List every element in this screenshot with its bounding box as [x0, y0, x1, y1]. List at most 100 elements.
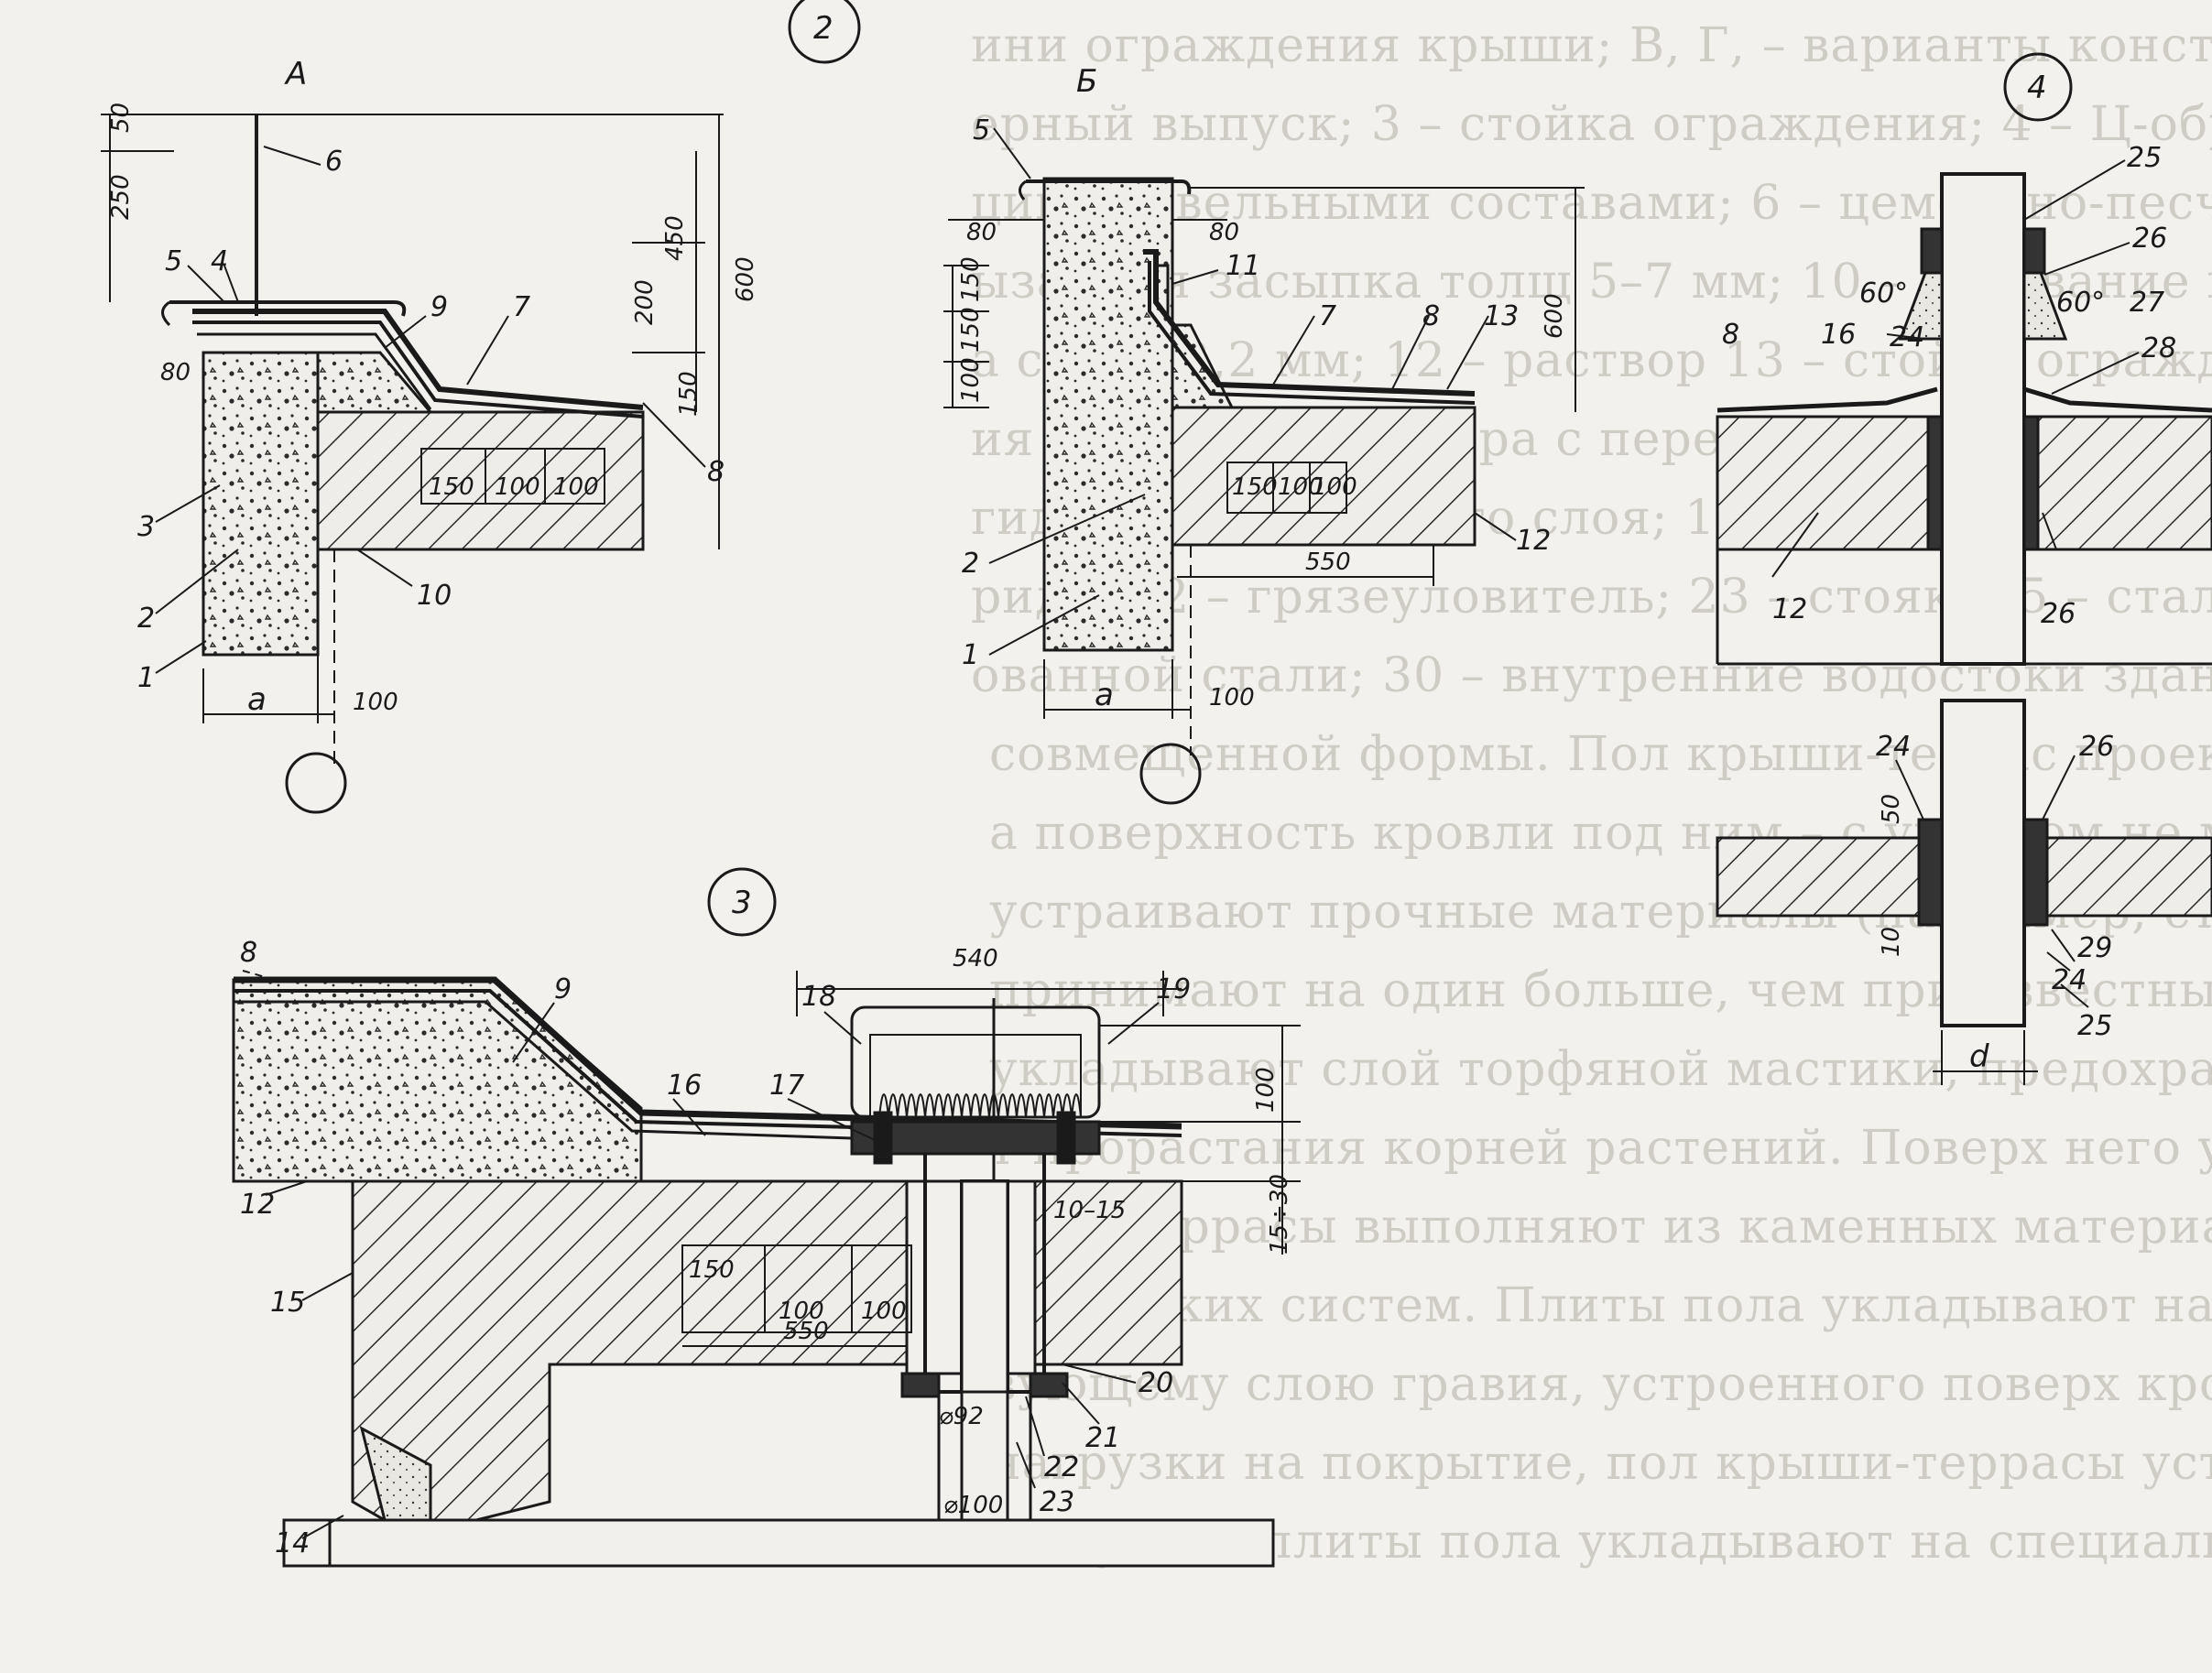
label-3-12: 12: [240, 1189, 275, 1221]
label-4-16: 16: [1821, 319, 1856, 351]
label-a-9: 9: [430, 291, 448, 323]
label-a-3: 3: [137, 511, 155, 543]
dim-a-200: 200: [631, 279, 659, 325]
dim-a-a: а: [247, 681, 267, 718]
dim-b-c100b: 100: [1312, 473, 1357, 501]
label-4-24a: 24: [1890, 321, 1924, 353]
dim-a-450: 450: [661, 215, 689, 261]
dim-4-10: 10: [1878, 927, 1905, 957]
dim-b-100: 100: [957, 357, 985, 403]
detail-b-title: Б: [1076, 63, 1097, 100]
dim-b-c100a: 100: [1278, 473, 1324, 501]
label-a-7: 7: [513, 291, 530, 323]
parapet-wall-a: [202, 351, 320, 657]
label-a-6: 6: [325, 146, 343, 178]
dim-a-c100a: 100: [495, 473, 540, 501]
label-3-22: 22: [1044, 1451, 1079, 1483]
angle-4-left: 60°: [1859, 277, 1908, 310]
background-text-line: анических систем. Плиты пола укладывают …: [989, 1278, 2212, 1333]
label-a-1: 1: [137, 662, 155, 694]
dim-3-phi92: ⌀92: [939, 1403, 984, 1430]
dim-3-phi100: ⌀100: [943, 1492, 1003, 1519]
label-4-29: 29: [2077, 932, 2112, 964]
dim-3-c100a: 100: [779, 1298, 824, 1325]
label-4-27: 27: [2130, 287, 2164, 319]
label-4-25a: 25: [2127, 142, 2162, 174]
label-b-12: 12: [1516, 525, 1551, 557]
label-a-8: 8: [707, 456, 725, 488]
background-text-line: ерный выпуск; 3 – стойка ограждения; 4 –…: [971, 97, 2212, 152]
dim-a-80: 80: [160, 359, 191, 386]
dim-3-10-15: 10–15: [1053, 1197, 1126, 1224]
detail-4: [1716, 52, 2212, 1085]
label-a-2: 2: [137, 603, 155, 635]
detail-3-labels: 3 8 9 16 17 18 19 540 100 15÷30 10–15 12…: [240, 885, 1293, 1559]
label-3-15: 15: [270, 1287, 305, 1319]
dim-3-550: 550: [783, 1318, 829, 1345]
lower-slab-4-right: [2036, 836, 2212, 918]
section-marker-4: [2003, 52, 2073, 122]
dim-b-600: 600: [1541, 293, 1568, 339]
dim-4-50: 50: [1878, 794, 1905, 824]
label-b-11: 11: [1226, 250, 1260, 282]
detail-b: [943, 127, 1585, 805]
dim-b-80b: 80: [1209, 219, 1239, 246]
label-4-26a: 26: [2132, 223, 2167, 255]
label-a-5: 5: [165, 245, 182, 277]
dim-a-50: 50: [107, 103, 135, 133]
lower-slab-4-left: [1716, 836, 1925, 918]
label-4-24c: 24: [2052, 964, 2087, 996]
dim-3-c100b: 100: [861, 1298, 907, 1325]
background-text-line: ини ограждения крыши; В, Г, – варианты к…: [971, 18, 2212, 73]
label-3-16: 16: [667, 1070, 702, 1102]
dim-a-150: 150: [675, 371, 703, 417]
label-b-13: 13: [1484, 300, 1519, 332]
dim-3-c150: 150: [689, 1256, 735, 1284]
label-3-21: 21: [1085, 1422, 1120, 1454]
dim-b-c150: 150: [1232, 473, 1278, 501]
detail-4-labels: 4 25 26 60° 60° 27 8 16 24 28 12 26 24 2…: [1722, 70, 2176, 1075]
slab-4-right: [2022, 415, 2212, 551]
section-marker-3: [707, 867, 777, 937]
label-4-8: 8: [1722, 319, 1739, 351]
dim-a-c150: 150: [429, 473, 474, 501]
roof-slab-a: [316, 410, 645, 551]
detail-a-title: А: [284, 56, 307, 92]
roof-slab-b: [1171, 406, 1476, 547]
label-3-20: 20: [1139, 1367, 1173, 1399]
dim-b-a: а: [1095, 677, 1114, 713]
dim-b-150b: 150: [957, 307, 985, 353]
dim-b-100b: 100: [1209, 684, 1255, 712]
section-marker-2: 2: [788, 0, 861, 64]
dim-3-100: 100: [1252, 1067, 1280, 1113]
dim-a-100: 100: [353, 689, 398, 716]
dim-a-600: 600: [732, 256, 759, 302]
section-3-number: 3: [732, 885, 752, 921]
pipe-upper: [1940, 172, 2026, 666]
label-3-17: 17: [769, 1070, 804, 1102]
dim-b-150a: 150: [957, 256, 985, 302]
dim-4-d: d: [1969, 1038, 1989, 1075]
label-3-8: 8: [240, 937, 257, 969]
label-4-12: 12: [1772, 593, 1807, 625]
section-4-number: 4: [2027, 70, 2047, 106]
background-text-line: ыши-террасы выполняют из каменных матери…: [989, 1200, 2212, 1255]
background-text-line: укладывают слой торфяной мастики, предох…: [989, 1042, 2212, 1097]
label-b-2: 2: [962, 548, 979, 580]
dim-3-540: 540: [953, 945, 998, 972]
parapet-block-3: [232, 978, 643, 1183]
detail-a: [101, 114, 724, 814]
label-a-10: 10: [417, 580, 452, 612]
detail-a-labels: А 6 5 4 9 7 8 3 2 1 10 50 250 80 200 150…: [107, 56, 759, 718]
dim-b-80a: 80: [966, 219, 997, 246]
angle-4-right: 60°: [2056, 287, 2105, 319]
label-4-25b: 25: [2077, 1010, 2112, 1042]
label-3-23: 23: [1040, 1486, 1074, 1518]
label-b-1: 1: [962, 639, 979, 671]
svg-text:2: 2: [813, 10, 834, 47]
dim-a-c100b: 100: [553, 473, 599, 501]
pipe-lower: [1940, 699, 2026, 1027]
detail-b-labels: Б 5 80 80 11 7 8 13 12 2 1 150 150 100 6…: [957, 63, 1568, 713]
